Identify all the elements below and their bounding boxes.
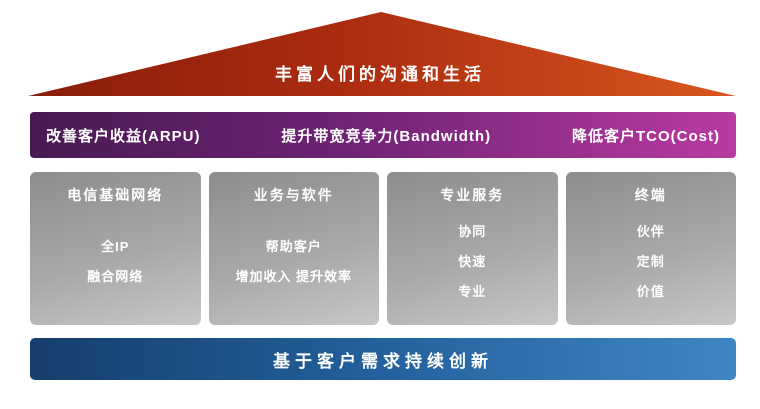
pillar-line: 专业 (458, 283, 487, 299)
pillar-line: 增加收入 提升效率 (235, 268, 353, 284)
pillar-title: 专业服务 (440, 187, 505, 203)
roof-label: 丰富人们的沟通和生活 (275, 65, 485, 84)
pillar-line: 帮助客户 (265, 238, 322, 254)
pillar-line: 协同 (458, 223, 487, 239)
pillar-title: 电信基础网络 (67, 187, 164, 203)
pillar-line: 定制 (636, 253, 665, 269)
pillar-content: 伙伴 定制 价值 (637, 205, 665, 325)
pillar-terminals: 终端 伙伴 定制 价值 (565, 172, 736, 325)
pillar-software-services: 业务与软件 帮助客户 增加收入 提升效率 (208, 172, 379, 325)
pillar-line: 快速 (458, 253, 487, 269)
strategy-bar: 改善客户收益(ARPU) 提升带宽竞争力(Bandwidth) 降低客户TCO(… (30, 112, 736, 158)
pillar-title: 终端 (634, 187, 667, 203)
strategy-item-arpu: 改善客户收益(ARPU) (46, 127, 201, 145)
roof-shape (28, 12, 736, 96)
pillar-title: 业务与软件 (253, 187, 334, 203)
pillar-content: 全IP 融合网络 (87, 205, 143, 325)
pillar-line: 价值 (636, 283, 665, 299)
pillar-content: 帮助客户 增加收入 提升效率 (235, 205, 352, 325)
strategy-item-tco: 降低客户TCO(Cost) (572, 127, 720, 145)
pillar-telecom-network: 电信基础网络 全IP 融合网络 (30, 172, 201, 325)
roof: 丰富人们的沟通和生活 (0, 0, 760, 100)
foundation-bar: 基于客户需求持续创新 (30, 338, 736, 380)
foundation-label: 基于客户需求持续创新 (273, 351, 493, 371)
pillar-line: 伙伴 (636, 223, 665, 239)
strategy-item-bandwidth: 提升带宽竞争力(Bandwidth) (281, 127, 492, 145)
pillar-content: 协同 快速 专业 (458, 205, 486, 325)
pillars-row: 电信基础网络 全IP 融合网络 业务与软件 帮助客户 增加收入 提升效率 专业服… (30, 172, 736, 325)
pillar-line: 全IP (101, 238, 130, 254)
pillar-professional-services: 专业服务 协同 快速 专业 (387, 172, 558, 325)
pillar-line: 融合网络 (87, 268, 144, 284)
